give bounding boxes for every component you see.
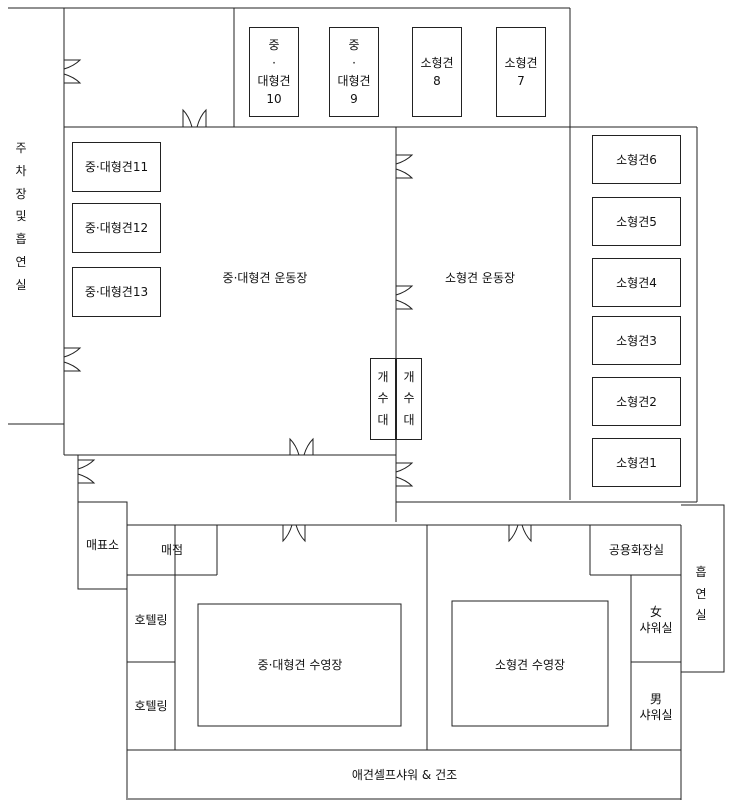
kennel-12: 중·대형견12 <box>72 203 161 253</box>
ticket-office-label: 매표소 <box>85 537 120 552</box>
kennel-11: 중·대형견11 <box>72 142 161 192</box>
restroom-label: 공용화장실 <box>608 542 665 557</box>
door-icon <box>289 437 314 456</box>
door-icon <box>282 524 306 543</box>
door-icon <box>395 285 414 310</box>
parking-smoking-label: 주 차 장 및 흡 연 실 <box>15 141 27 292</box>
door-icon <box>395 154 414 179</box>
sink-left: 개 수 대 <box>370 358 396 440</box>
door-icon <box>63 59 82 84</box>
door-icon <box>77 459 96 484</box>
small-dog-pool-label: 소형견 수영장 <box>494 657 566 672</box>
kennel-4: 소형견4 <box>592 258 681 307</box>
kennel-9: 중 · 대형견 9 <box>329 27 379 117</box>
pool-outline <box>197 603 402 727</box>
large-dog-playground-label: 중·대형견 운동장 <box>222 270 308 285</box>
door-icon <box>395 462 414 487</box>
kennel-5: 소형견5 <box>592 197 681 246</box>
sink-right: 개 수 대 <box>396 358 422 440</box>
smoking-room-label: 흡 연 실 <box>695 565 707 623</box>
kennel-1: 소형견1 <box>592 438 681 487</box>
self-shower-drying-label: 애견셀프샤워 & 건조 <box>351 767 458 782</box>
kennel-10: 중 · 대형견 10 <box>249 27 299 117</box>
large-dog-pool-label: 중·대형견 수영장 <box>257 657 343 672</box>
kennel-6: 소형견6 <box>592 135 681 184</box>
wall <box>77 501 128 590</box>
door-icon <box>182 108 207 128</box>
small-dog-playground-label: 소형견 운동장 <box>444 270 516 285</box>
kennel-8: 소형견 8 <box>412 27 462 117</box>
male-shower-label: 男 샤워실 <box>639 691 673 722</box>
hotel-1-label: 호텔링 <box>134 612 168 627</box>
kennel-7: 소형견 7 <box>496 27 546 117</box>
kennel-2: 소형견2 <box>592 377 681 426</box>
kennel-3: 소형견3 <box>592 316 681 365</box>
pool-outline <box>451 600 609 727</box>
shop-label: 매점 <box>160 542 184 557</box>
hotel-2-label: 호텔링 <box>134 698 168 713</box>
wall <box>681 504 725 673</box>
kennel-13: 중·대형견13 <box>72 267 161 317</box>
door-icon <box>63 347 82 372</box>
door-icon <box>508 524 532 543</box>
female-shower-label: 女 샤워실 <box>639 604 673 635</box>
